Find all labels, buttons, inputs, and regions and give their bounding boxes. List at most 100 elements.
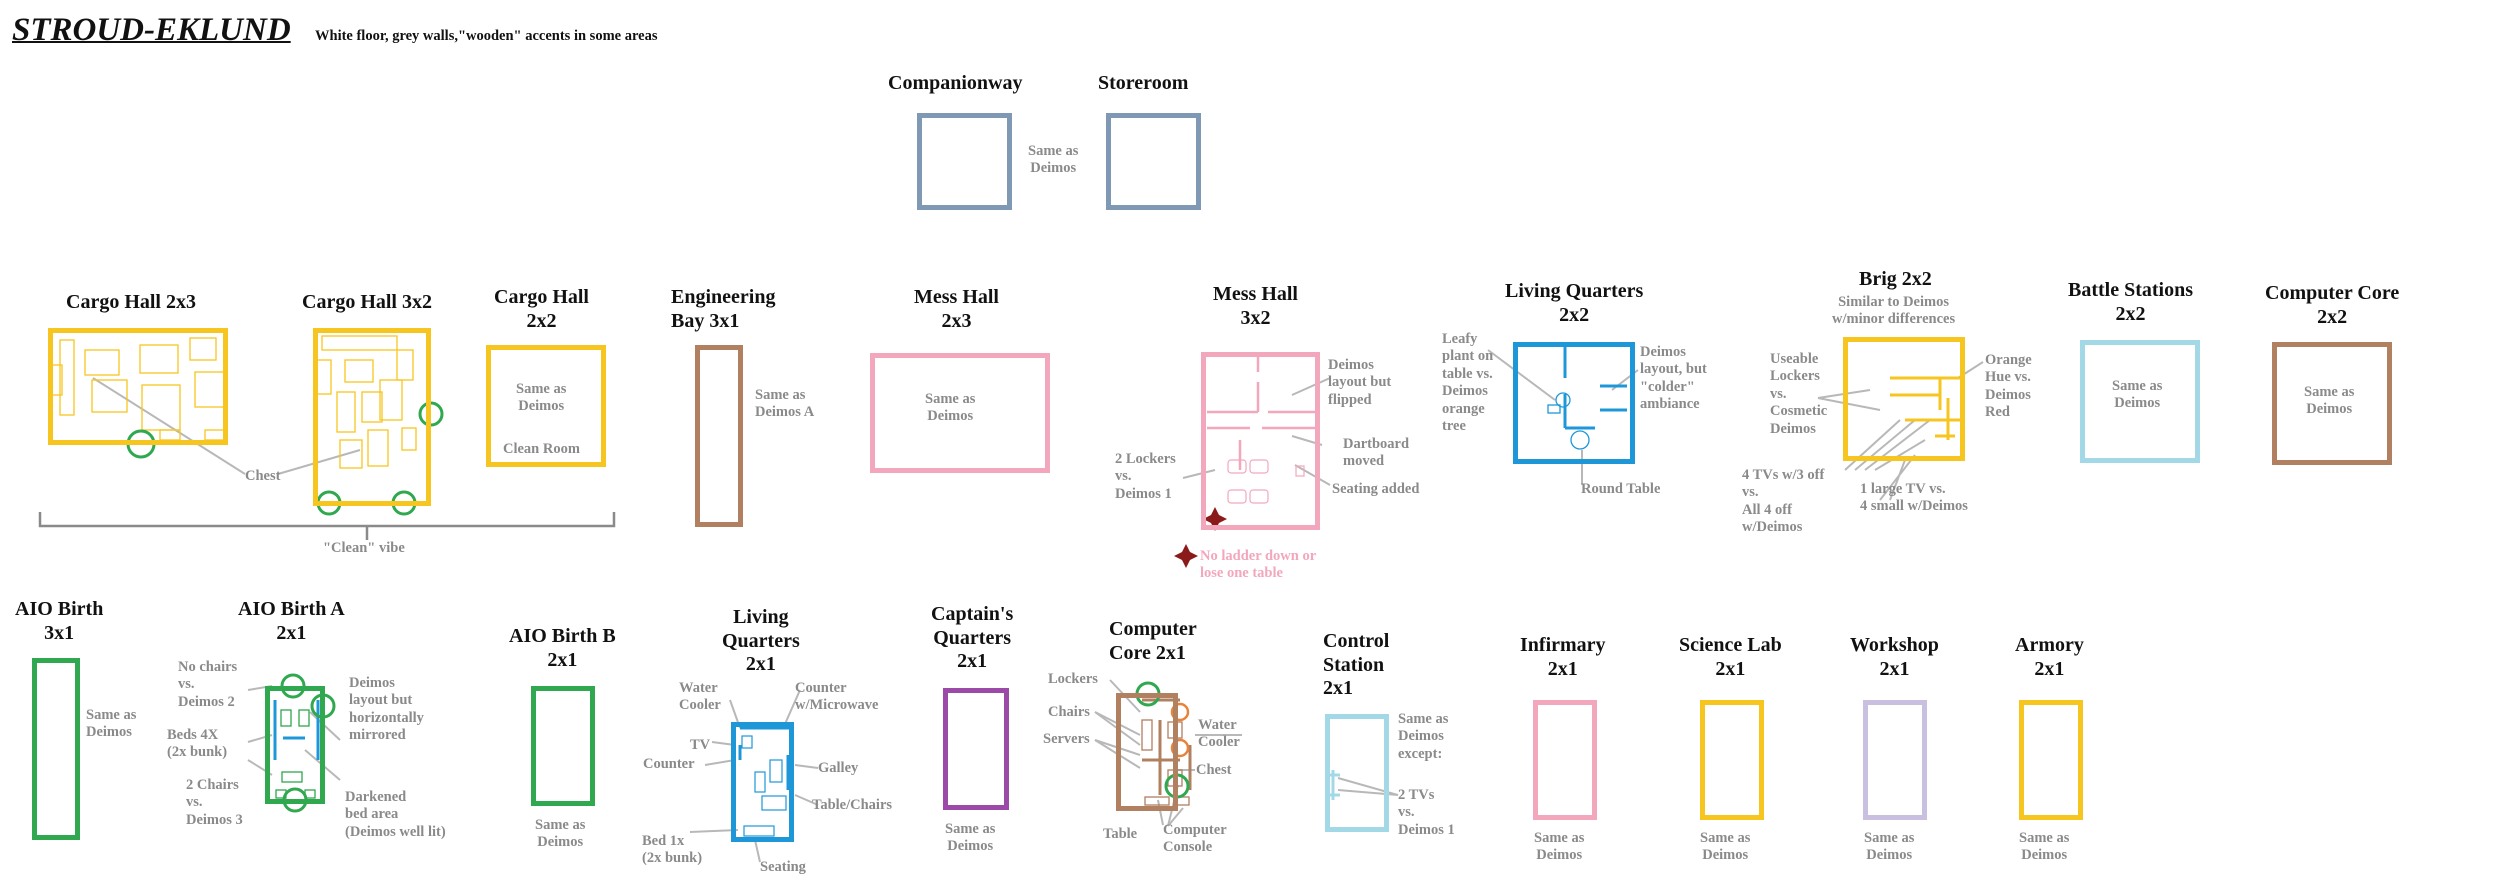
- control-station-note: Same as Deimos except:: [1398, 711, 1449, 762]
- living-quarters-layout-note: Deimos layout, but "colder" ambiance: [1640, 344, 1707, 413]
- lq2x1-counter-note: Counter: [643, 756, 695, 772]
- brig-title: Brig 2x2: [1859, 268, 1932, 290]
- companion-note: Same as Deimos: [1028, 143, 1079, 177]
- brig-lockers-note: Useable Lockers vs. Cosmetic Deimos: [1770, 351, 1828, 437]
- sheet-title: STROUD-EKLUND: [12, 12, 291, 48]
- infirmary-title: Infirmary 2x1: [1520, 634, 1606, 680]
- brig-large-tv-note: 1 large TV vs. 4 small w/Deimos: [1860, 481, 1968, 515]
- brig-hue-note: Orange Hue vs. Deimos Red: [1985, 352, 2032, 421]
- science-lab-note: Same as Deimos: [1700, 830, 1751, 864]
- living-quarters-2x2-title: Living Quarters 2x2: [1505, 280, 1644, 326]
- workshop-room[interactable]: [1863, 700, 1927, 820]
- mess-hall-3x2-title: Mess Hall 3x2: [1213, 283, 1298, 329]
- cc2x1-chest-note: Chest: [1196, 762, 1232, 778]
- engineering-bay-note: Same as Deimos A: [755, 387, 815, 421]
- lq2x1-bed-note: Bed 1x (2x bunk): [642, 833, 703, 867]
- aio-birth-3x1-note: Same as Deimos: [86, 707, 137, 741]
- cargo-brace-note: "Clean" vibe: [323, 540, 405, 556]
- engineering-bay-room[interactable]: [695, 345, 743, 527]
- engineering-bay-title: Engineering Bay 3x1: [671, 286, 776, 332]
- control-station-room[interactable]: [1325, 714, 1389, 832]
- armory-note: Same as Deimos: [2019, 830, 2070, 864]
- aio-birth-a-layout-note: Deimos layout but horizontally mirrored: [349, 675, 424, 744]
- aio-birth-a-room[interactable]: [265, 686, 325, 804]
- living-quarters-2x2-room[interactable]: [1513, 342, 1635, 464]
- aio-birth-a-2chairs-note: 2 Chairs vs. Deimos 3: [186, 777, 243, 828]
- computer-core-2x1-room[interactable]: [1116, 693, 1178, 811]
- computer-core-2x1-title: Computer Core 2x1: [1109, 618, 1197, 664]
- mess-hall-seating-note: Seating added: [1332, 481, 1420, 497]
- cargo-hall-2x3-title: Cargo Hall 2x3: [66, 291, 196, 313]
- cargo-hall-2x3-room[interactable]: [48, 328, 228, 445]
- cc2x1-water-note: Water Cooler: [1198, 717, 1240, 751]
- computer-core-2x2-note: Same as Deimos: [2304, 384, 2355, 418]
- lq2x1-galley-note: Galley: [818, 760, 859, 776]
- workshop-title: Workshop 2x1: [1850, 634, 1939, 680]
- captains-quarters-title: Captain's Quarters 2x1: [931, 603, 1014, 673]
- control-station-tvs-note: 2 TVs vs. Deimos 1: [1398, 787, 1455, 838]
- battle-stations-room[interactable]: [2080, 340, 2200, 463]
- mess-hall-dartboard-note: Dartboard moved: [1343, 436, 1410, 470]
- captains-quarters-room[interactable]: [943, 688, 1009, 810]
- cargo-hall-3x2-title: Cargo Hall 3x2: [302, 291, 432, 313]
- control-station-title: Control Station 2x1: [1323, 630, 1390, 700]
- storeroom-title: Storeroom: [1098, 72, 1189, 94]
- brig-tvs-note: 4 TVs w/3 off vs. All 4 off w/Deimos: [1742, 467, 1825, 536]
- brig-room[interactable]: [1843, 337, 1965, 461]
- science-lab-title: Science Lab 2x1: [1679, 634, 1782, 680]
- aio-birth-a-dark-note: Darkened bed area (Deimos well lit): [345, 789, 446, 840]
- lq2x1-water-note: Water Cooler: [679, 680, 721, 714]
- storeroom-room[interactable]: [1106, 113, 1201, 210]
- lq2x1-table-note: Table/Chairs: [812, 797, 893, 813]
- mess-hall-layout-note: Deimos layout but flipped: [1328, 357, 1392, 408]
- lq2x1-counter-mw-note: Counter w/Microwave: [795, 680, 879, 714]
- cc2x1-console-note: Computer Console: [1163, 822, 1227, 856]
- companionway-room[interactable]: [917, 113, 1012, 210]
- companionway-title: Companionway: [888, 72, 1023, 94]
- aio-birth-b-note: Same as Deimos: [535, 817, 586, 851]
- mess-hall-2x3-title: Mess Hall 2x3: [914, 286, 999, 332]
- lq2x1-tv-note: TV: [690, 737, 711, 753]
- cargo-hall-2x2-title: Cargo Hall 2x2: [494, 286, 589, 332]
- workshop-note: Same as Deimos: [1864, 830, 1915, 864]
- cargo-hall-2x2-room[interactable]: [486, 345, 606, 467]
- cargo-hall-3x2-room[interactable]: [313, 328, 431, 506]
- armory-title: Armory 2x1: [2015, 634, 2084, 680]
- aio-birth-b-room[interactable]: [531, 686, 595, 806]
- living-quarters-2x1-room[interactable]: [731, 722, 794, 842]
- cc2x1-lockers-note: Lockers: [1048, 671, 1098, 687]
- living-quarters-table-note: Round Table: [1581, 481, 1661, 497]
- living-quarters-plant-note: Leafy plant on table vs. Deimos orange t…: [1442, 331, 1494, 434]
- aio-birth-3x1-title: AIO Birth 3x1: [15, 598, 104, 644]
- infirmary-note: Same as Deimos: [1534, 830, 1585, 864]
- battle-stations-title: Battle Stations 2x2: [2068, 279, 2193, 325]
- cargo-chest-note: Chest: [245, 468, 281, 484]
- computer-core-2x2-title: Computer Core 2x2: [2265, 282, 2400, 328]
- cc2x1-servers-note: Servers: [1043, 731, 1090, 747]
- aio-birth-a-beds-note: Beds 4X (2x bunk): [167, 727, 228, 761]
- cc2x1-chairs-note: Chairs: [1048, 704, 1090, 720]
- mess-hall-3x2-room[interactable]: [1201, 352, 1320, 530]
- cc2x1-table-note: Table: [1103, 826, 1138, 842]
- aio-birth-3x1-room[interactable]: [32, 658, 80, 840]
- cargo-hall-2x2-note: Same as Deimos: [516, 381, 567, 415]
- mess-hall-lockers-note: 2 Lockers vs. Deimos 1: [1115, 451, 1176, 502]
- battle-stations-note: Same as Deimos: [2112, 378, 2163, 412]
- mess-hall-2x3-room[interactable]: [870, 353, 1050, 473]
- aio-birth-a-title: AIO Birth A 2x1: [238, 598, 345, 644]
- infirmary-room[interactable]: [1533, 700, 1597, 820]
- cargo-hall-2x2-note2: Clean Room: [503, 441, 580, 457]
- sheet-subtitle: White floor, grey walls,"wooden" accents…: [315, 28, 658, 44]
- aio-birth-a-chairs-note: No chairs vs. Deimos 2: [178, 659, 238, 710]
- ladder-marker: [1174, 507, 1227, 568]
- aio-birth-b-title: AIO Birth B 2x1: [509, 625, 616, 671]
- computer-core-2x2-room[interactable]: [2272, 342, 2392, 465]
- mess-hall-ladder-note: No ladder down or lose one table: [1200, 548, 1317, 582]
- living-quarters-2x1-title: Living Quarters 2x1: [722, 606, 800, 676]
- mess-hall-2x3-note: Same as Deimos: [925, 391, 976, 425]
- science-lab-room[interactable]: [1700, 700, 1764, 820]
- brig-top-note: Similar to Deimos w/minor differences: [1832, 294, 1956, 328]
- lq2x1-seating-note: Seating: [760, 859, 806, 875]
- armory-room[interactable]: [2019, 700, 2083, 820]
